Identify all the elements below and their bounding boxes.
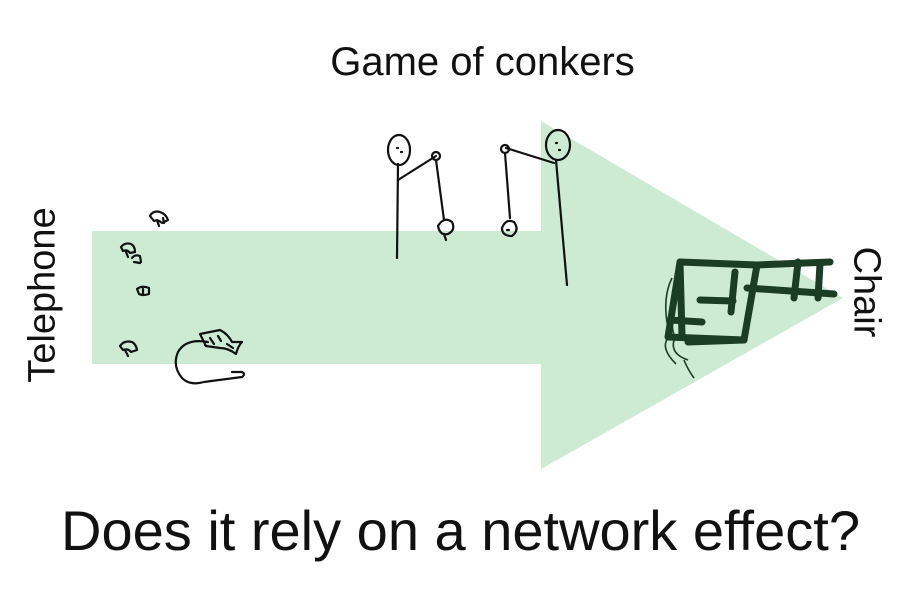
conker-players-sketch-icon [386,128,572,287]
label-game-of-conkers: Game of conkers [330,40,635,84]
chair-sketch-icon [664,258,838,379]
telephone-sketch-icon [118,210,246,385]
spectrum-arrow [92,121,843,469]
label-chair: Chair [845,246,888,338]
diagram-question: Does it rely on a network effect? [61,499,860,562]
label-telephone: Telephone [21,207,64,383]
